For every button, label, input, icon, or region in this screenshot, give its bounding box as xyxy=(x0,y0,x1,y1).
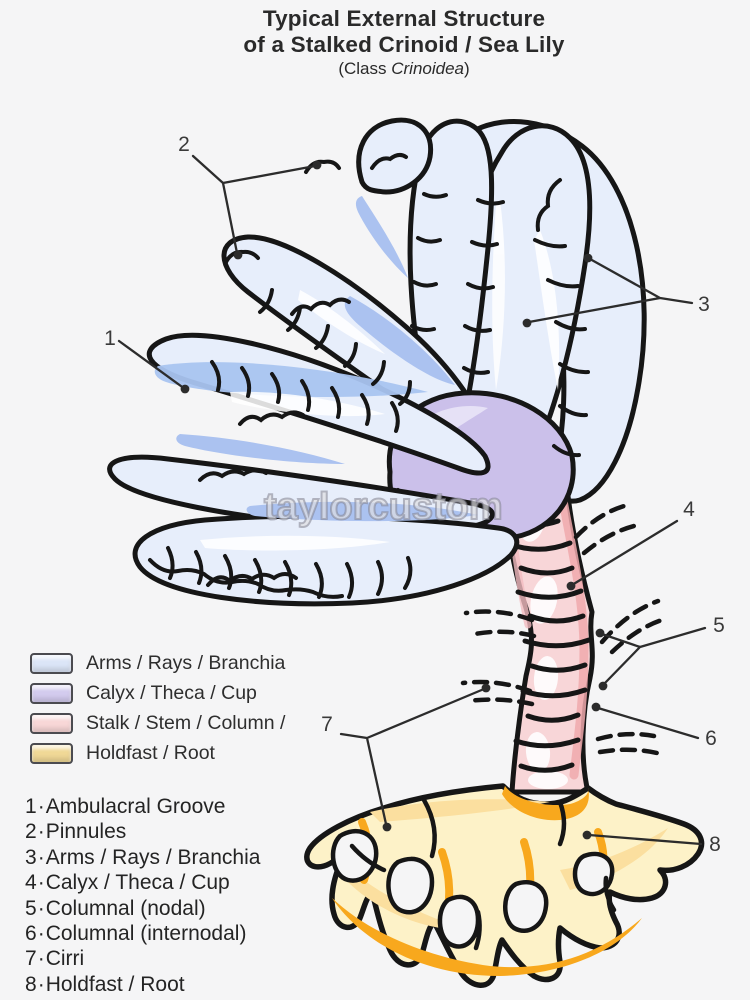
callout-6-label: 6 xyxy=(705,727,717,750)
callout-8 xyxy=(582,830,703,846)
legend-label-arms: Arms / Rays / Branchia xyxy=(86,651,286,674)
subtitle-suffix: ) xyxy=(464,59,470,78)
callout-6 xyxy=(591,702,700,740)
legend-swatch-stalk xyxy=(30,712,73,734)
legend: Arms / Rays / Branchia Calyx / Theca / C… xyxy=(30,650,285,770)
key-item-1: 1·Ambulacral Groove xyxy=(25,794,260,819)
key-number: 4 xyxy=(25,871,37,895)
callout-7-label: 7 xyxy=(321,713,333,736)
legend-swatch-calyx xyxy=(30,682,73,704)
cirri-mid-left xyxy=(463,609,537,639)
legend-label-calyx: Calyx / Theca / Cup xyxy=(86,681,257,704)
key-number: 3 xyxy=(25,845,37,869)
crinoid-holdfast xyxy=(304,783,705,988)
callout-5 xyxy=(595,626,707,691)
callout-2-label: 2 xyxy=(178,133,190,156)
callout-8-label: 8 xyxy=(709,833,721,856)
key-label: Columnal (internodal) xyxy=(45,922,247,946)
callout-7-dot-b xyxy=(382,822,392,832)
key-number: 1 xyxy=(25,795,37,818)
key-label: Columnal (nodal) xyxy=(45,896,206,920)
ambulacral-groove-patch xyxy=(154,362,428,397)
callout-5-dot-a xyxy=(595,628,605,638)
callout-numbers: 1 2 3 4 5 6 7 8 xyxy=(104,133,725,856)
callout-3-dot-b xyxy=(522,318,532,328)
legend-swatch-holdfast xyxy=(30,742,73,764)
callout-4-dot xyxy=(566,581,576,591)
key-separator: · xyxy=(37,922,45,946)
key-separator: · xyxy=(37,871,45,895)
arm-highlights xyxy=(200,200,560,551)
legend-row-stalk: Stalk / Stem / Column / xyxy=(30,710,285,736)
key-number: 8 xyxy=(25,972,37,996)
callout-1-label: 1 xyxy=(104,327,116,350)
key-label: Arms / Rays / Branchia xyxy=(45,845,261,869)
arm-lower-left-2 xyxy=(132,513,520,607)
title-line-1: Typical External Structure xyxy=(262,6,546,31)
callouts xyxy=(117,154,707,846)
pinnule-ticks xyxy=(166,192,590,599)
key-number: 5 xyxy=(25,896,37,920)
key-separator: · xyxy=(37,947,45,971)
callout-5-label: 5 xyxy=(713,614,725,637)
legend-row-arms: Arms / Rays / Branchia xyxy=(30,650,285,676)
callout-4-label: 4 xyxy=(683,498,695,521)
callout-2 xyxy=(191,154,322,260)
key-list: 1·Ambulacral Groove 2·Pinnules 3·Arms / … xyxy=(25,794,260,997)
legend-label-holdfast: Holdfast / Root xyxy=(86,741,215,764)
title-line-2: of a Stalked Crinoid / Sea Lily xyxy=(243,32,565,57)
legend-swatch-arms xyxy=(30,652,73,674)
key-item-7: 7·Cirri xyxy=(25,946,260,971)
title-block: Typical External Structure of a Stalked … xyxy=(29,6,750,79)
cirri-lower-right xyxy=(595,731,660,756)
callout-1-dot xyxy=(180,384,190,394)
key-number: 7 xyxy=(25,947,37,971)
key-item-5: 5·Columnal (nodal) xyxy=(25,896,260,921)
callout-3-label: 3 xyxy=(698,293,710,316)
key-item-6: 6·Columnal (internodal) xyxy=(25,921,260,946)
cirri-lower-left xyxy=(460,679,535,707)
callout-2-dot-b xyxy=(233,250,243,260)
callout-1 xyxy=(117,339,190,394)
key-label: Pinnules xyxy=(45,820,127,844)
holdfast-holes xyxy=(330,829,615,949)
key-separator: · xyxy=(37,972,45,996)
title-subtitle: (Class Crinoidea) xyxy=(29,59,750,79)
key-item-3: 3·Arms / Rays / Branchia xyxy=(25,845,260,870)
arm-shadows xyxy=(176,196,478,522)
callout-2-dot-a xyxy=(312,160,322,170)
key-separator: · xyxy=(37,896,45,920)
key-number: 6 xyxy=(25,922,37,946)
callout-4 xyxy=(566,519,679,591)
callout-7-dot-a xyxy=(481,683,491,693)
callout-5-dot-b xyxy=(598,681,608,691)
legend-row-holdfast: Holdfast / Root xyxy=(30,740,285,766)
callout-6-dot xyxy=(591,702,601,712)
holdfast-orange xyxy=(332,786,642,976)
key-number: 2 xyxy=(25,820,37,844)
key-item-8: 8·Holdfast / Root xyxy=(25,972,260,997)
legend-label-stalk: Stalk / Stem / Column / xyxy=(86,711,286,734)
callout-3 xyxy=(522,253,694,328)
key-label: Cirri xyxy=(45,947,85,971)
key-separator: · xyxy=(37,795,45,818)
callout-3-dot-a xyxy=(583,253,593,263)
key-label: Calyx / Theca / Cup xyxy=(45,871,230,895)
subtitle-class-name: Crinoidea xyxy=(391,59,464,78)
key-label: Ambulacral Groove xyxy=(45,795,226,818)
key-separator: · xyxy=(37,845,45,869)
key-item-4: 4·Calyx / Theca / Cup xyxy=(25,870,260,895)
legend-row-calyx: Calyx / Theca / Cup xyxy=(30,680,285,706)
callout-7 xyxy=(339,683,491,832)
callout-8-dot xyxy=(582,830,592,840)
subtitle-prefix: (Class xyxy=(338,59,392,78)
key-label: Holdfast / Root xyxy=(45,972,185,996)
cirri-upper-right xyxy=(573,503,637,556)
key-item-2: 2·Pinnules xyxy=(25,819,260,844)
holdfast-creases xyxy=(349,797,617,951)
key-separator: · xyxy=(37,820,45,844)
